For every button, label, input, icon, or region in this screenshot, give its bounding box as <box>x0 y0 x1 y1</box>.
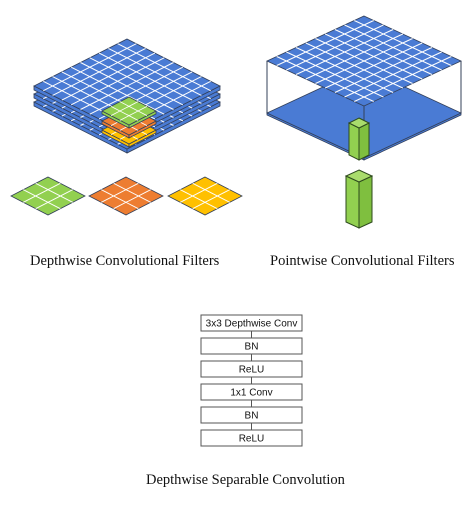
pointwise-top-layer-gridline <box>286 51 384 98</box>
pointwise-top-layer-gridline <box>276 56 374 102</box>
separate-filter-1 <box>10 176 86 216</box>
separate-filter-1-gridline <box>23 189 61 210</box>
pointwise-inner-column-left <box>348 122 360 161</box>
pointwise-caption: Pointwise Convolutional Filters <box>270 253 455 269</box>
separate-filter-2-gridline <box>101 182 139 203</box>
separate-filter-2 <box>88 176 164 216</box>
pointwise-filter-column-right <box>358 175 373 229</box>
pipeline-block-label: 3x3 Depthwise Conv <box>206 319 298 330</box>
separate-filter-3-gridline <box>180 182 218 203</box>
stacked-filter-3 <box>101 96 157 126</box>
pointwise-top-layer-gridline <box>295 47 394 93</box>
separate-filter-3-face <box>167 176 243 216</box>
pointwise-filter-column-top <box>344 169 374 183</box>
stacked-filter-3-gridline <box>119 101 148 117</box>
pipeline-block-label: ReLU <box>239 365 265 376</box>
stacked-filter-3-gridline <box>110 101 139 117</box>
pointwise-filters-illustration <box>266 15 462 229</box>
pointwise-top-layer-gridline <box>324 42 423 89</box>
pointwise-top-layer-gridline <box>334 47 433 93</box>
pipeline-block-label: ReLU <box>239 434 265 445</box>
separate-filter-1-face <box>10 176 86 216</box>
input-layer-3-gridline <box>89 66 184 115</box>
separate-filter-3-gridline <box>180 189 218 210</box>
pipeline-block <box>200 429 303 447</box>
pipeline-block-label: BN <box>245 411 259 422</box>
stacked-filter-3-gridline <box>110 105 139 121</box>
separate-filter-1-gridline <box>23 182 61 203</box>
separate-filter-1-gridline <box>35 182 73 203</box>
input-layer-3-gridline <box>80 62 174 110</box>
depthwise-caption: Depthwise Convolutional Filters <box>30 253 220 269</box>
pointwise-inner-column-right <box>358 122 370 161</box>
pipeline-block-label: BN <box>245 342 259 353</box>
separate-filter-3 <box>167 176 243 216</box>
separate-filter-2-gridline <box>101 189 139 210</box>
pointwise-top-layer-gridline <box>344 51 442 98</box>
separate-filter-3-gridline <box>192 182 230 203</box>
pointwise-top-layer-gridline <box>305 42 404 89</box>
input-layer-3-gridline <box>70 66 165 115</box>
pointwise-filter-column-left <box>345 175 360 229</box>
input-layer-3 <box>33 38 221 134</box>
separate-filter-1-gridline <box>35 189 73 210</box>
separate-filter-2-face <box>88 176 164 216</box>
separate-filter-2-gridline <box>113 182 151 203</box>
separate-filter-2-gridline <box>113 189 151 210</box>
pointwise-top-layer <box>266 15 462 107</box>
pipeline-block-label: 1x1 Conv <box>230 388 272 399</box>
pointwise-top-layer-gridline <box>354 56 452 102</box>
depthwise-filters-illustration <box>10 38 243 216</box>
pointwise-top-layer-gridline <box>315 38 413 84</box>
separate-filter-3-gridline <box>192 189 230 210</box>
pointwise-inner-column-top <box>347 117 371 129</box>
stacked-filter-3-gridline <box>119 105 148 121</box>
separable-caption: Depthwise Separable Convolution <box>146 472 345 488</box>
